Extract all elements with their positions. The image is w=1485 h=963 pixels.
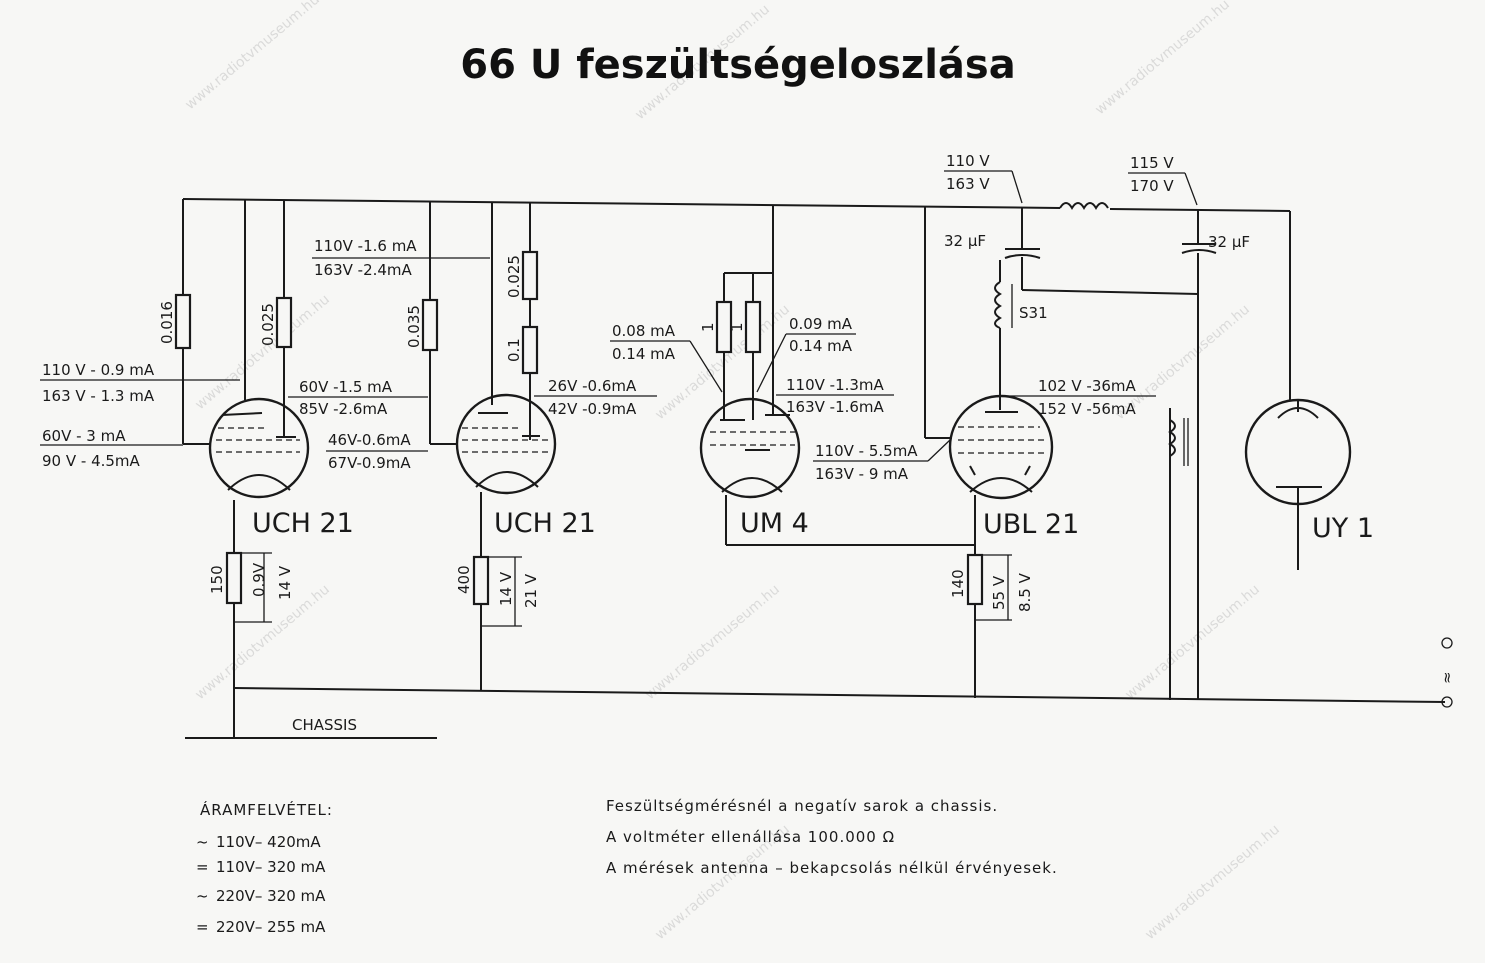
resistor-r4 bbox=[521, 250, 539, 301]
watermark: www.radiotvmuseum.hu bbox=[1092, 0, 1233, 118]
tube-label-4: UBL 21 bbox=[983, 509, 1079, 540]
current-draw-sym-3: ~ bbox=[196, 887, 209, 905]
measurement-m3-b: 85V -2.6mA bbox=[299, 400, 388, 418]
choke-s31-label: S31 bbox=[1019, 304, 1048, 322]
resistor-r4-value: 0.025 bbox=[505, 255, 523, 298]
measurement-m5-b: 67V-0.9mA bbox=[328, 454, 411, 472]
watermark: www.radiotvmuseum.hu bbox=[192, 581, 333, 703]
s31-choke-icon bbox=[994, 281, 1002, 329]
watermark: www.radiotvmuseum.hu bbox=[642, 581, 783, 703]
tube-label-3: UM 4 bbox=[740, 508, 809, 539]
resistor-rk3 bbox=[966, 553, 984, 606]
measurement-notes: Feszültségmérésnél a negatív sarok a cha… bbox=[606, 797, 1058, 877]
current-draw-row-2: 110V– 320 mA bbox=[216, 858, 326, 876]
tube-ubl21 bbox=[948, 394, 1054, 500]
resistor-rk2 bbox=[472, 555, 490, 606]
tube-uch21-2 bbox=[455, 393, 557, 495]
current-draw-sym-4: = bbox=[196, 918, 209, 936]
resistor-r6 bbox=[715, 300, 733, 354]
measurement-m8-a: 0.09 mA bbox=[789, 315, 853, 333]
mains-choke-icon bbox=[1168, 419, 1176, 457]
resistor-r2 bbox=[275, 296, 293, 349]
measurement-m10-a: 110V - 5.5mA bbox=[815, 442, 918, 460]
resistor-r5-value: 0.1 bbox=[505, 338, 523, 362]
measurement-m12-b: 163 V bbox=[946, 175, 990, 193]
resistor-r1 bbox=[174, 293, 192, 350]
filter-choke-icon bbox=[1059, 202, 1109, 210]
resistor-rk1 bbox=[225, 551, 243, 605]
resistor-r1-value: 0.016 bbox=[158, 301, 176, 344]
resistor-r3 bbox=[421, 298, 439, 352]
resistor-r5 bbox=[521, 325, 539, 375]
measurement-m13-a: 115 V bbox=[1130, 154, 1174, 172]
current-draw-row-3: 220V– 320 mA bbox=[216, 887, 326, 905]
cathode2-voltage-b: 21 V bbox=[522, 573, 540, 608]
measurement-m10-b: 163V - 9 mA bbox=[815, 465, 909, 483]
measurement-m11-a: 102 V -36mA bbox=[1038, 377, 1137, 395]
page-title: 66 U feszültségeloszlása bbox=[460, 42, 1015, 88]
resistor-rk2-value: 400 bbox=[455, 565, 473, 594]
tube-label-1: UCH 21 bbox=[252, 508, 354, 539]
measurement-m4-b: 163V -2.4mA bbox=[314, 261, 413, 279]
measurement-m2-b: 90 V - 4.5mA bbox=[42, 452, 141, 470]
current-draw-sym-1: ~ bbox=[196, 833, 209, 851]
measurement-m11-b: 152 V -56mA bbox=[1038, 400, 1137, 418]
measurement-m13-b: 170 V bbox=[1130, 177, 1174, 195]
resistor-r6-value: 1 bbox=[699, 322, 717, 332]
tube-uch21-1 bbox=[208, 397, 310, 499]
chassis-label: CHASSIS bbox=[292, 716, 357, 734]
cathode2-voltage-a: 14 V bbox=[497, 571, 515, 606]
measurement-m5-a: 46V-0.6mA bbox=[328, 431, 411, 449]
measurement-m9-b: 163V -1.6mA bbox=[786, 398, 885, 416]
measurement-m1-a: 110 V - 0.9 mA bbox=[42, 361, 155, 379]
note-3: A mérések antenna – bekapcsolás nélkül é… bbox=[606, 859, 1058, 877]
mains-label: ≈ bbox=[1438, 671, 1456, 684]
measurement-m3-a: 60V -1.5 mA bbox=[299, 378, 393, 396]
resistor-r2-value: 0.025 bbox=[259, 303, 277, 346]
measurement-labels: 110 V - 0.9 mA 163 V - 1.3 mA 60V - 3 mA… bbox=[40, 152, 1198, 483]
measurement-m2-a: 60V - 3 mA bbox=[42, 427, 126, 445]
watermark: www.radiotvmuseum.hu bbox=[182, 0, 323, 113]
note-2: A voltméter ellenállása 100.000 Ω bbox=[606, 828, 895, 846]
current-draw-title: ÁRAMFELVÉTEL: bbox=[200, 800, 333, 819]
resistor-rk3-value: 140 bbox=[949, 569, 967, 598]
resistor-r3-value: 0.035 bbox=[405, 305, 423, 348]
cathode1-voltage-a: 0.9V bbox=[250, 562, 268, 597]
current-draw-sym-2: = bbox=[196, 858, 209, 876]
measurement-m8-b: 0.14 mA bbox=[789, 337, 853, 355]
measurement-m4-a: 110V -1.6 mA bbox=[314, 237, 417, 255]
capacitor-c2 bbox=[1181, 243, 1217, 254]
note-1: Feszültségmérésnél a negatív sarok a cha… bbox=[606, 797, 998, 815]
resistor-r7 bbox=[744, 300, 762, 354]
measurement-m12-a: 110 V bbox=[946, 152, 990, 170]
cathode3-voltage-a: 55 V bbox=[990, 575, 1008, 610]
current-draw-table: ÁRAMFELVÉTEL: ~ 110V– 420mA = 110V– 320 … bbox=[196, 800, 333, 936]
current-draw-row-4: 220V– 255 mA bbox=[216, 918, 326, 936]
measurement-m7-a: 0.08 mA bbox=[612, 322, 676, 340]
measurement-m7-b: 0.14 mA bbox=[612, 345, 676, 363]
tube-uy1 bbox=[1244, 398, 1352, 506]
cathode1-voltage-b: 14 V bbox=[276, 565, 294, 600]
watermark: www.radiotvmuseum.hu bbox=[1122, 581, 1263, 703]
current-draw-row-1: 110V– 420mA bbox=[216, 833, 321, 851]
capacitor-c1 bbox=[1004, 248, 1041, 259]
measurement-m9-a: 110V -1.3mA bbox=[786, 376, 885, 394]
measurement-m1-b: 163 V - 1.3 mA bbox=[42, 387, 155, 405]
capacitor-c1-label: 32 µF bbox=[944, 232, 986, 250]
measurement-m6-a: 26V -0.6mA bbox=[548, 377, 637, 395]
watermark: www.radiotvmuseum.hu bbox=[1142, 821, 1283, 943]
cathode3-voltage-b: 8.5 V bbox=[1016, 572, 1034, 612]
capacitor-c2-label: 32 µF bbox=[1208, 233, 1250, 251]
wiring bbox=[182, 198, 1453, 739]
resistor-rk1-value: 150 bbox=[208, 565, 226, 594]
tube-um4 bbox=[699, 397, 801, 499]
measurement-m6-b: 42V -0.9mA bbox=[548, 400, 637, 418]
tube-label-2: UCH 21 bbox=[494, 508, 596, 539]
resistor-r7-value: 1 bbox=[728, 322, 746, 332]
tube-label-5: UY 1 bbox=[1312, 513, 1374, 544]
